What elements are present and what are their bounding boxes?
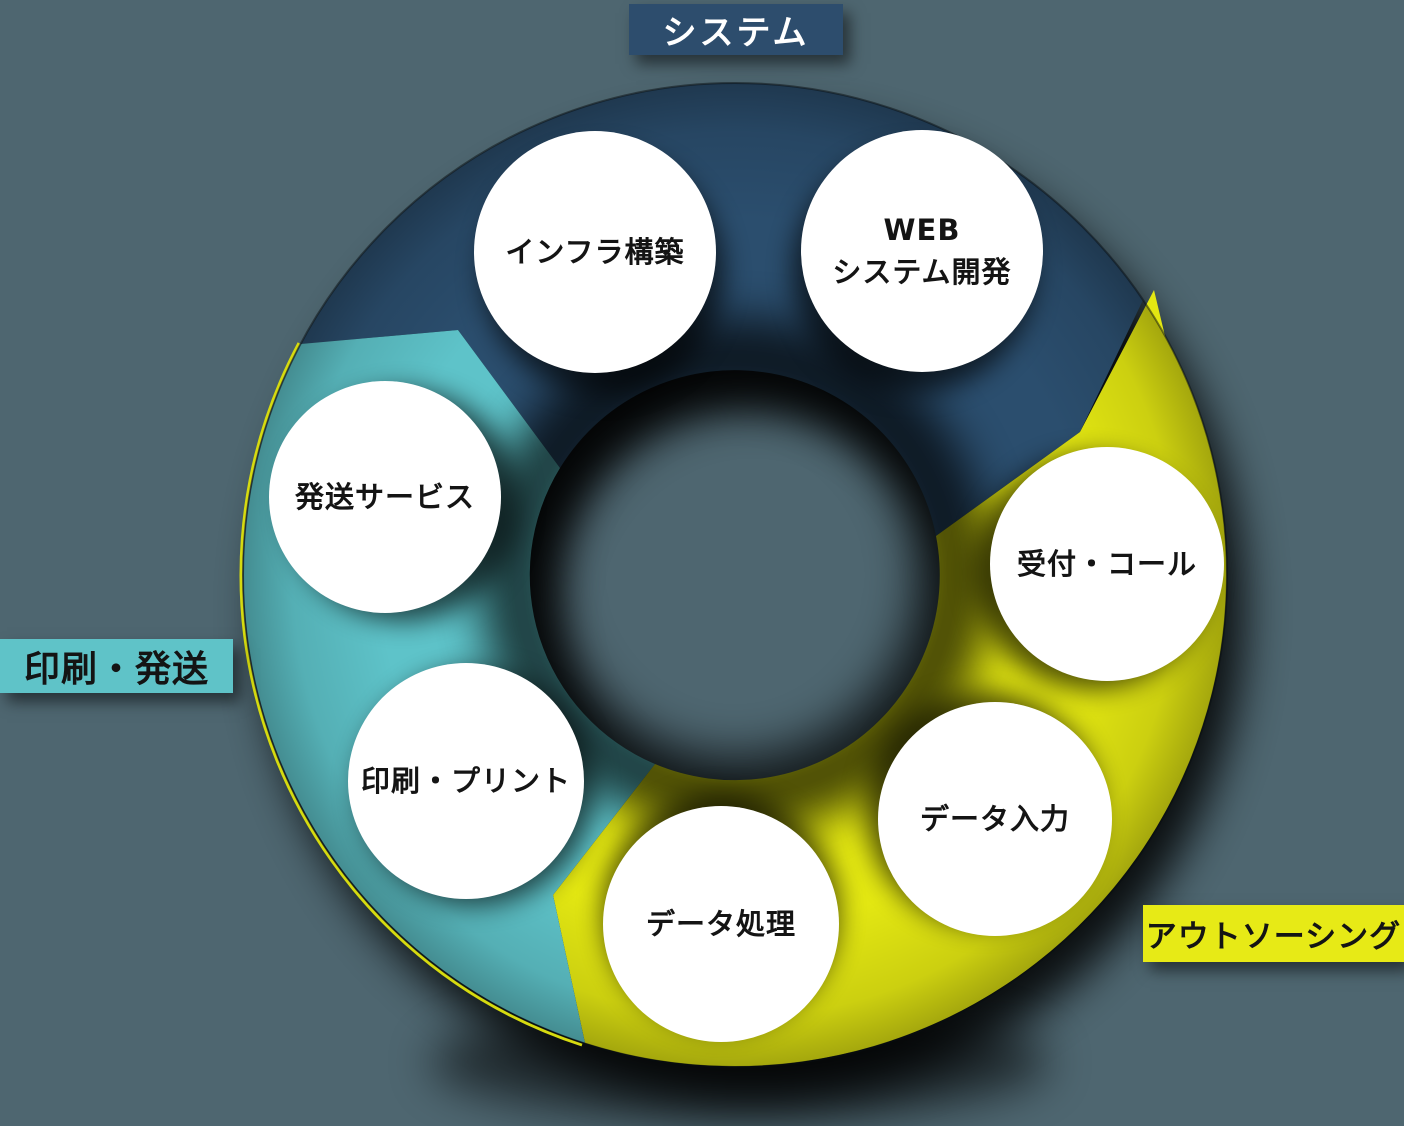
circle-label-shipping-service: 発送サービス <box>269 381 501 613</box>
circle-label-infra-text: インフラ構築 <box>505 234 685 269</box>
section-label-print-shipping-text: 印刷・発送 <box>23 649 209 690</box>
service-circle-data-entry <box>878 702 1112 936</box>
section-label-system: システム <box>629 4 843 55</box>
circle-label-print-text: 印刷・プリント <box>360 763 571 798</box>
circle-label-reception-call-text: 受付・コール <box>1016 546 1197 581</box>
hole-inner-shadow <box>478 318 992 832</box>
circle-label-web-line1: WEB <box>883 212 961 247</box>
service-circle-infra <box>474 131 716 373</box>
service-circle-web-system <box>801 130 1043 372</box>
teal-outer-edge-highlight <box>239 342 583 1047</box>
circle-label-data-entry: データ入力 <box>878 702 1112 936</box>
service-circle-reception-call <box>990 447 1224 681</box>
section-label-print-shipping: 印刷・発送 <box>0 639 233 693</box>
circle-label-print: 印刷・プリント <box>348 663 584 899</box>
circle-label-data-processing-text: データ処理 <box>645 906 796 941</box>
service-circles <box>269 130 1224 1042</box>
service-circle-shipping-service <box>269 381 501 613</box>
service-circle-data-processing <box>603 806 839 1042</box>
section-label-outsourcing-text: アウトソーシング <box>1145 919 1402 955</box>
service-circle-print <box>348 663 584 899</box>
circle-label-shipping-service-text: 発送サービス <box>294 479 475 514</box>
ring-outline <box>242 82 1228 1068</box>
circle-label-data-processing: データ処理 <box>603 806 839 1042</box>
circle-label-data-entry-text: データ入力 <box>919 801 1070 836</box>
circle-label-infra: インフラ構築 <box>474 131 716 373</box>
section-label-system-text: システム <box>662 13 810 53</box>
circle-label-web-system: WEB システム開発 <box>801 130 1043 372</box>
circle-label-web-line2: システム開発 <box>832 255 1012 289</box>
section-label-outsourcing: アウトソーシング <box>1143 905 1404 962</box>
circle-label-reception-call: 受付・コール <box>990 447 1224 681</box>
